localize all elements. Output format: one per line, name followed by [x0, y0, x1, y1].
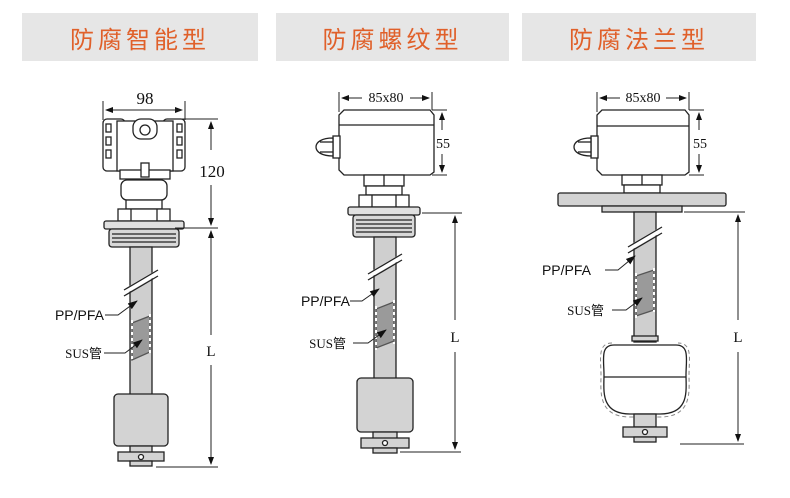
- dimension-height: 120: [199, 162, 225, 181]
- transmitter-housing: [102, 118, 186, 180]
- header-smart-type: 防腐智能型: [22, 13, 258, 61]
- neck: [103, 179, 185, 248]
- flange-type-diagram: [557, 92, 745, 445]
- flange-plate: [557, 192, 727, 213]
- label-pp-pfa: PP/PFA: [542, 262, 592, 278]
- label-sus-tube: SUS管: [567, 303, 604, 318]
- neck: [621, 174, 663, 194]
- header-label: 防腐智能型: [70, 25, 210, 54]
- neck: [347, 174, 421, 238]
- probe-rod: [122, 246, 160, 396]
- dimension-length: L: [450, 330, 459, 346]
- float: [356, 377, 414, 454]
- dimension-length: L: [733, 330, 742, 346]
- dimension-length: L: [206, 344, 215, 360]
- dimension-lines: [596, 92, 745, 445]
- label-sus-tube: SUS管: [309, 336, 346, 351]
- dimension-width: 98: [137, 89, 154, 108]
- header-threaded-type: 防腐螺纹型: [276, 13, 509, 61]
- header-flange-type: 防腐法兰型: [522, 13, 756, 61]
- probe-rod: [626, 211, 664, 343]
- junction-box: [573, 109, 690, 176]
- dimension-width: 85x80: [626, 91, 661, 106]
- ball-float: [600, 335, 690, 443]
- probe-rod: [366, 236, 404, 380]
- label-pp-pfa: PP/PFA: [55, 307, 105, 323]
- dimension-lines: [338, 92, 462, 453]
- header-label: 防腐法兰型: [569, 25, 709, 54]
- threaded-type-diagram: [315, 92, 462, 454]
- junction-box: [315, 109, 435, 176]
- label-pp-pfa: PP/PFA: [301, 293, 351, 309]
- smart-type-diagram: [102, 101, 218, 468]
- label-sus-tube: SUS管: [65, 346, 102, 361]
- header-label: 防腐螺纹型: [322, 25, 463, 54]
- dimension-width: 85x80: [369, 91, 404, 106]
- dimension-lines: [102, 101, 218, 468]
- dimension-height: 55: [436, 137, 450, 152]
- float: [113, 393, 169, 467]
- dimension-height: 55: [693, 137, 707, 152]
